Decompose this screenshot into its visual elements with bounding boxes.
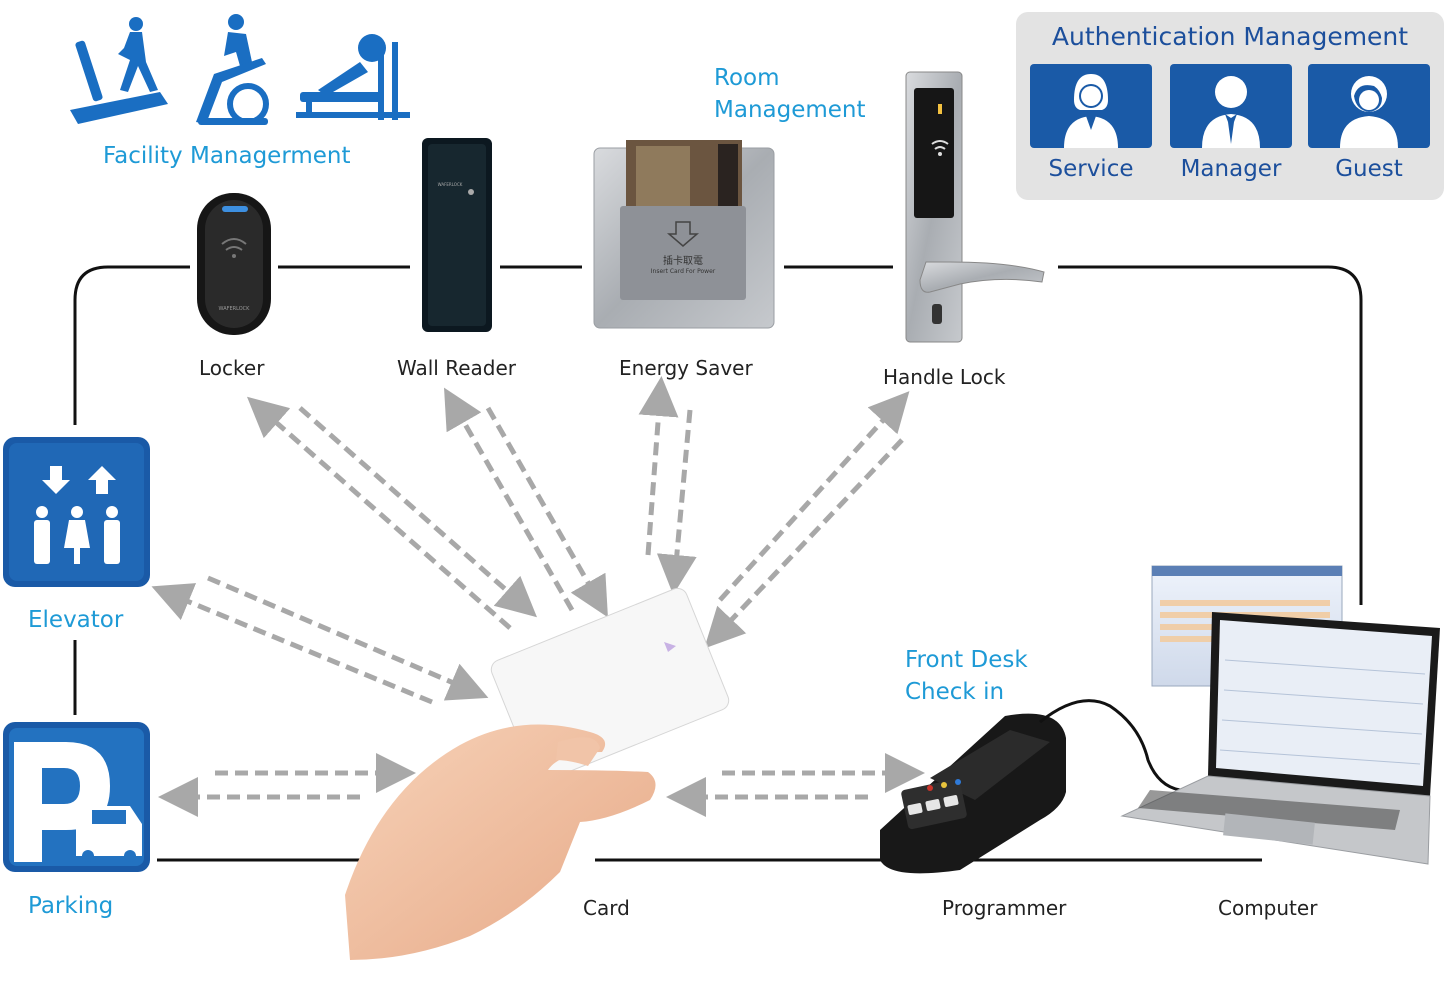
handle-lock-device (905, 71, 1045, 343)
bench-press-icon (296, 34, 410, 120)
treadmill-icon (70, 17, 168, 124)
manager-role-tile (1170, 64, 1292, 148)
room-label-line1: Room (714, 65, 780, 91)
computer-label: Computer (1218, 896, 1318, 920)
service-role-tile (1030, 64, 1152, 148)
network-lines (73, 265, 1363, 862)
auth-management-panel: Authentication Management Service Manage… (1016, 12, 1444, 200)
energy-saver-device: 插卡取電 Insert Card For Power (593, 140, 775, 329)
parking-icon (3, 722, 150, 872)
elevator-label: Elevator (28, 607, 124, 633)
facility-management-label: Facility Managerment (103, 143, 351, 169)
guest-label: Guest (1335, 156, 1403, 182)
energy-saver-english: Insert Card For Power (651, 268, 716, 275)
wall-reader-device: WAFERLOCK (422, 138, 492, 332)
programmer-label: Programmer (942, 896, 1067, 920)
card-label: Card (583, 896, 630, 920)
energy-saver-chinese: 插卡取電 (663, 254, 703, 267)
auth-title: Authentication Management (1051, 22, 1409, 51)
manager-label: Manager (1180, 156, 1282, 182)
wall-reader-brand: WAFERLOCK (438, 182, 463, 187)
manager-person-icon (1202, 76, 1260, 148)
locker-device: WAFERLOCK (197, 193, 271, 335)
guest-person-icon (1340, 76, 1398, 148)
front-desk-label-line2: Check in (905, 679, 1005, 705)
exercise-bike-icon (196, 14, 269, 125)
wall-reader-label: Wall Reader (397, 356, 517, 380)
programmer-device (880, 699, 1181, 874)
service-label: Service (1048, 156, 1134, 182)
card-with-hand (345, 587, 730, 960)
laptop-computer (1120, 565, 1440, 865)
guest-role-tile (1308, 64, 1430, 148)
locker-brand: WAFERLOCK (219, 306, 251, 312)
handle-lock-label: Handle Lock (883, 365, 1006, 389)
parking-label: Parking (28, 893, 114, 919)
elevator-icon (3, 437, 150, 587)
dashed-arrows (151, 376, 925, 817)
energy-saver-label: Energy Saver (619, 356, 753, 380)
service-person-icon (1064, 74, 1118, 148)
locker-label: Locker (199, 356, 265, 380)
room-label-line2: Management (714, 97, 866, 123)
front-desk-label-line1: Front Desk (905, 647, 1028, 673)
